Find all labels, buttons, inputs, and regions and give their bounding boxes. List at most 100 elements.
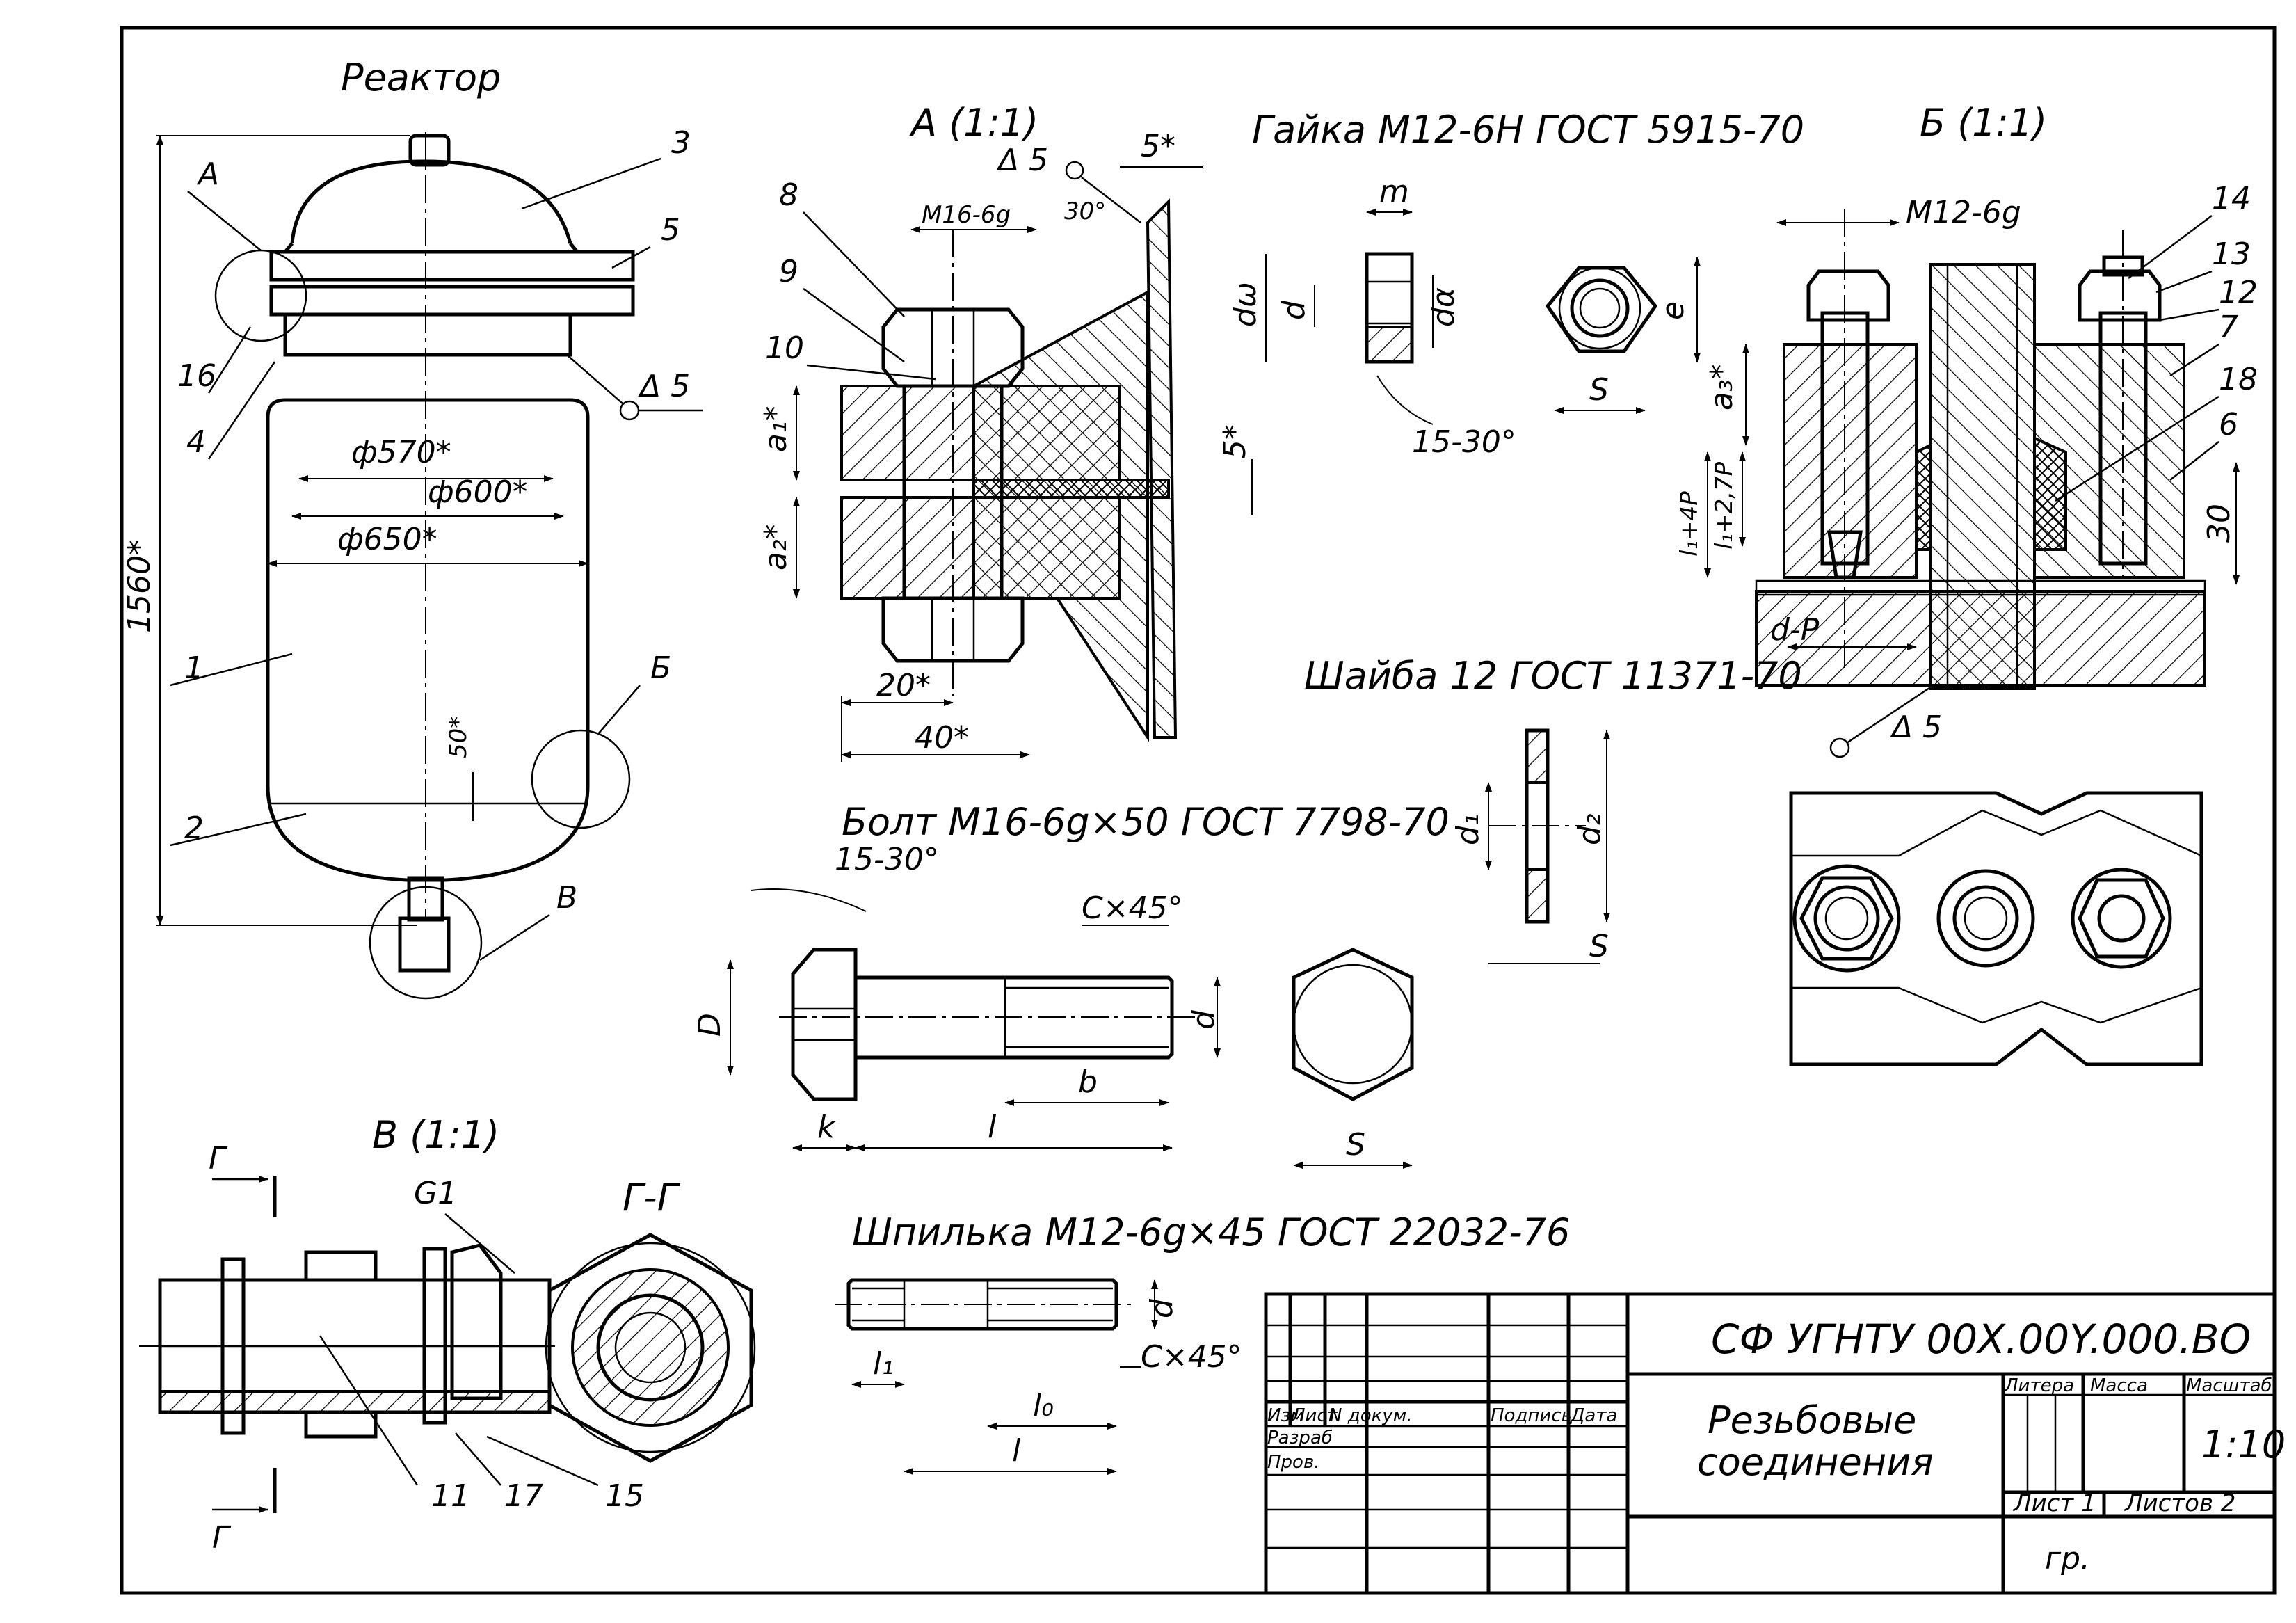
- detail-b-thread: М12-6g: [1906, 195, 2021, 230]
- pos-10: 10: [765, 330, 804, 366]
- washer-d2: d₂: [1572, 813, 1607, 845]
- col-litera: Литера: [2004, 1375, 2074, 1396]
- scale-value: 1:10: [2201, 1423, 2286, 1466]
- detail-b-dp: d-P: [1770, 612, 1820, 648]
- doc-code: СФ УГНТУ 00Х.00Y.000.ВО: [1711, 1316, 2251, 1363]
- dim-570: ф570*: [351, 435, 451, 470]
- bolt-D: D: [692, 1013, 728, 1037]
- detail-a-weld: Δ 5: [996, 143, 1048, 178]
- mark-b: Б: [650, 650, 671, 686]
- nut-d: d: [1276, 300, 1312, 320]
- detail-v-view: В (1:1) Г Г G1 11 17 15: [139, 1113, 644, 1556]
- sheet-frame: [120, 26, 2277, 1595]
- detail-a-gap: 5*: [1141, 129, 1175, 164]
- detail-a-gap2: 5*: [1217, 424, 1253, 459]
- dim-50: 50*: [444, 717, 472, 758]
- pos-15: 15: [605, 1478, 644, 1514]
- detail-v-thread: G1: [414, 1176, 457, 1211]
- bolt-s: S: [1346, 1127, 1365, 1162]
- stud-l1: l₁: [873, 1346, 894, 1382]
- section-gg-title: Г-Г: [623, 1176, 681, 1220]
- washer-title: Шайба 12 ГОСТ 11371-70: [1304, 654, 1802, 698]
- nut-m: m: [1379, 174, 1409, 209]
- detail-b-l14p: l₁+4P: [1676, 491, 1703, 557]
- mark-a: А: [196, 157, 219, 192]
- row-prov: Пров.: [1267, 1452, 1320, 1473]
- sheet-number: Лист 1: [2012, 1489, 2096, 1517]
- pos-6: 6: [2219, 407, 2238, 442]
- bolt-b: b: [1078, 1064, 1098, 1100]
- bolt-k: k: [817, 1110, 836, 1145]
- bolt-angle: 15-30°: [835, 842, 939, 877]
- title-block: СФ УГНТУ 00Х.00Y.000.ВО Резьбовые соедин…: [1264, 1292, 2286, 1595]
- col-podpis: Подпись: [1491, 1405, 1572, 1426]
- bolt-pattern-view: [1789, 791, 2203, 1066]
- nut-view: Гайка М12-6Н ГОСТ 5915-70 m dω d dα 15-3…: [1228, 108, 1804, 460]
- pos-4: 4: [186, 424, 206, 460]
- pos-3: 3: [671, 125, 691, 161]
- detail-b-h30: 30: [2201, 504, 2237, 543]
- pos-9: 9: [779, 254, 798, 289]
- nut-da: dα: [1426, 287, 1461, 327]
- col-massa: Масса: [2090, 1375, 2148, 1396]
- nut-e: e: [1655, 301, 1691, 320]
- bolt-l: l: [988, 1110, 997, 1145]
- mark-v: В: [556, 880, 577, 916]
- detail-a-w20: 20*: [876, 668, 931, 703]
- detail-b-circle: [531, 729, 631, 829]
- stud-chamfer: C×45°: [1141, 1339, 1242, 1375]
- detail-a-circle: [214, 249, 307, 342]
- detail-a-w40: 40*: [915, 720, 969, 755]
- reactor-view: Реактор 1560* ф570* ф600* ф650*: [122, 56, 703, 1000]
- section-mark-top: Г: [209, 1141, 228, 1176]
- pos-8: 8: [779, 177, 798, 213]
- bolt-chamfer: C×45°: [1082, 890, 1183, 926]
- detail-v-title: В (1:1): [372, 1113, 499, 1157]
- nut-angle: 15-30°: [1412, 424, 1516, 460]
- pos-14: 14: [2212, 181, 2251, 216]
- dim-1560: 1560*: [122, 540, 157, 633]
- bolt-view: Болт М16-6g×50 ГОСТ 7798-70 15-30° C×45°…: [692, 800, 1450, 1169]
- section-gg-view: Г-Г: [545, 1176, 756, 1463]
- detail-a-angle: 30°: [1064, 198, 1106, 225]
- col-masshtab: Масштаб: [2186, 1375, 2272, 1396]
- nut-dw: dω: [1228, 282, 1263, 327]
- pos-11: 11: [431, 1478, 470, 1514]
- group-label: гр.: [2045, 1541, 2090, 1576]
- stud-l0: l₀: [1033, 1388, 1054, 1423]
- pos-13: 13: [2212, 237, 2251, 272]
- washer-s: S: [1589, 929, 1609, 964]
- reactor-title: Реактор: [341, 56, 501, 99]
- washer-view: Шайба 12 ГОСТ 11371-70 d₁ d₂ S: [1304, 654, 1802, 964]
- row-razrab: Разраб: [1267, 1428, 1333, 1448]
- bolt-title: Болт М16-6g×50 ГОСТ 7798-70: [842, 800, 1450, 844]
- detail-a-a2: a₂*: [758, 524, 794, 570]
- detail-a-a1: a₁*: [758, 406, 794, 452]
- col-data: Дата: [1570, 1405, 1617, 1426]
- detail-a-view: А (1:1) М16-6g 30° 5* Δ 5 a₁* a₂* 20* 40…: [758, 101, 1253, 762]
- detail-b-title: Б (1:1): [1920, 101, 2047, 145]
- bolt-d: d: [1186, 1009, 1221, 1030]
- detail-b-l127p: l₁+2,7P: [1710, 461, 1738, 550]
- doc-name-2: соединения: [1697, 1440, 1934, 1484]
- sheets-total: Листов 2: [2124, 1489, 2235, 1517]
- section-mark-bottom: Г: [212, 1520, 232, 1556]
- pos-17: 17: [504, 1478, 543, 1514]
- pos-16: 16: [177, 358, 216, 394]
- col-ndokum: N докум.: [1328, 1405, 1413, 1426]
- stud-l: l: [1012, 1433, 1021, 1469]
- nut-title: Гайка М12-6Н ГОСТ 5915-70: [1252, 108, 1804, 152]
- col-list: Лист: [1291, 1405, 1338, 1426]
- pos-5: 5: [661, 212, 680, 248]
- stud-d: d: [1144, 1298, 1180, 1318]
- col-izm: Изм: [1267, 1405, 1304, 1426]
- stud-view: Шпилька М12-6g×45 ГОСТ 22032-76 d C×45° …: [835, 1210, 1570, 1475]
- nut-s: S: [1589, 372, 1609, 408]
- detail-a-title: А (1:1): [909, 101, 1038, 145]
- pos-12: 12: [2219, 275, 2258, 310]
- detail-b-a3: a₃*: [1704, 364, 1740, 410]
- stud-title: Шпилька М12-6g×45 ГОСТ 22032-76: [852, 1210, 1570, 1254]
- pos-18: 18: [2219, 362, 2258, 397]
- pos-7: 7: [2219, 310, 2238, 345]
